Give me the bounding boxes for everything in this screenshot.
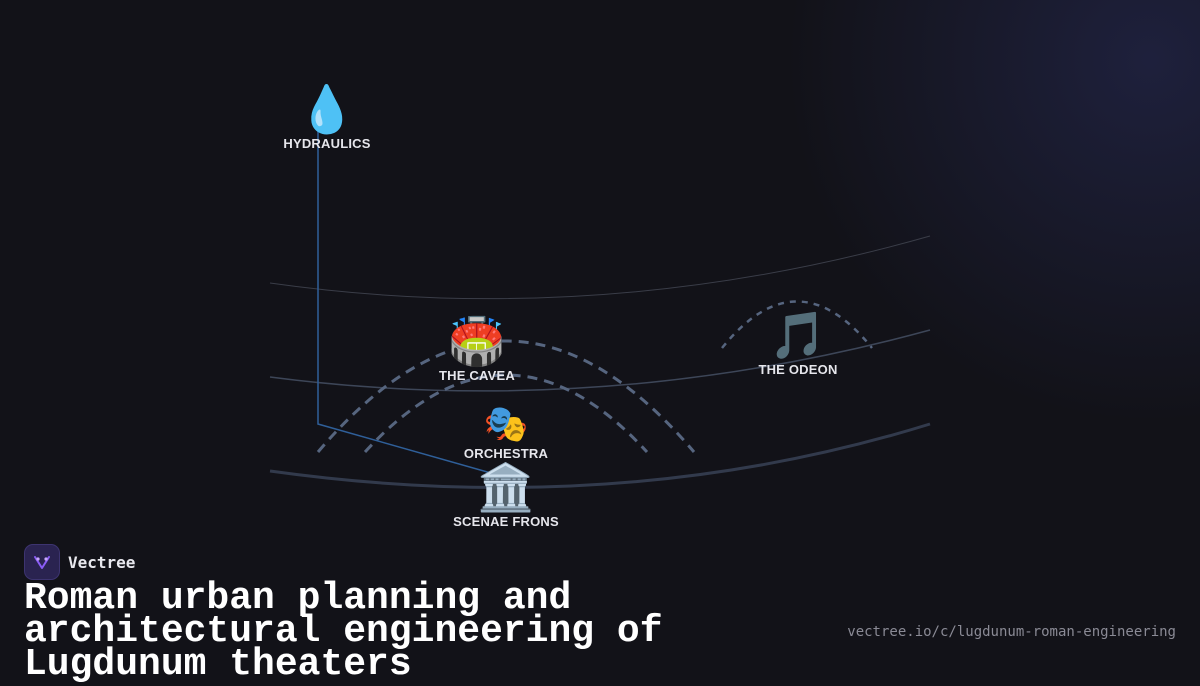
classical-building-icon: 🏛️: [477, 461, 535, 513]
node-hydraulics[interactable]: 💧 HYDRAULICS: [283, 84, 370, 151]
node-label: THE CAVEA: [439, 368, 515, 383]
stadium-icon: 🏟️: [448, 315, 506, 367]
page-title: Roman urban planning and architectural e…: [24, 577, 663, 686]
node-label: THE ODEON: [758, 362, 838, 377]
source-url[interactable]: vectree.io/c/lugdunum-roman-engineering: [847, 624, 1176, 640]
brand[interactable]: Vectree: [24, 544, 135, 580]
arc-middle: [269, 329, 931, 392]
vectree-logo-icon: [24, 544, 60, 580]
hydraulics-connector: [317, 118, 506, 478]
node-cavea[interactable]: 🏟️ THE CAVEA: [439, 316, 515, 383]
cavea-inner-arc: [363, 373, 649, 454]
arc-lower: [269, 422, 931, 490]
node-orchestra[interactable]: 🎭 ORCHESTRA: [463, 403, 549, 462]
theater-masks-icon: 🎭: [483, 403, 529, 444]
node-label: ORCHESTRA: [463, 446, 549, 461]
arc-upper: [269, 235, 931, 300]
odeon-arc: [721, 300, 873, 349]
cavea-outer-arc: [316, 339, 696, 453]
node-label: HYDRAULICS: [283, 136, 371, 151]
water-drop-icon: 💧: [298, 83, 356, 135]
node-scenae-frons[interactable]: 🏛️ SCENAE FRONS: [453, 462, 559, 529]
brand-name: Vectree: [68, 552, 136, 572]
node-odeon[interactable]: 🎵 THE ODEON: [758, 310, 837, 377]
musical-note-icon: 🎵: [769, 309, 827, 361]
node-label: SCENAE FRONS: [453, 514, 559, 529]
